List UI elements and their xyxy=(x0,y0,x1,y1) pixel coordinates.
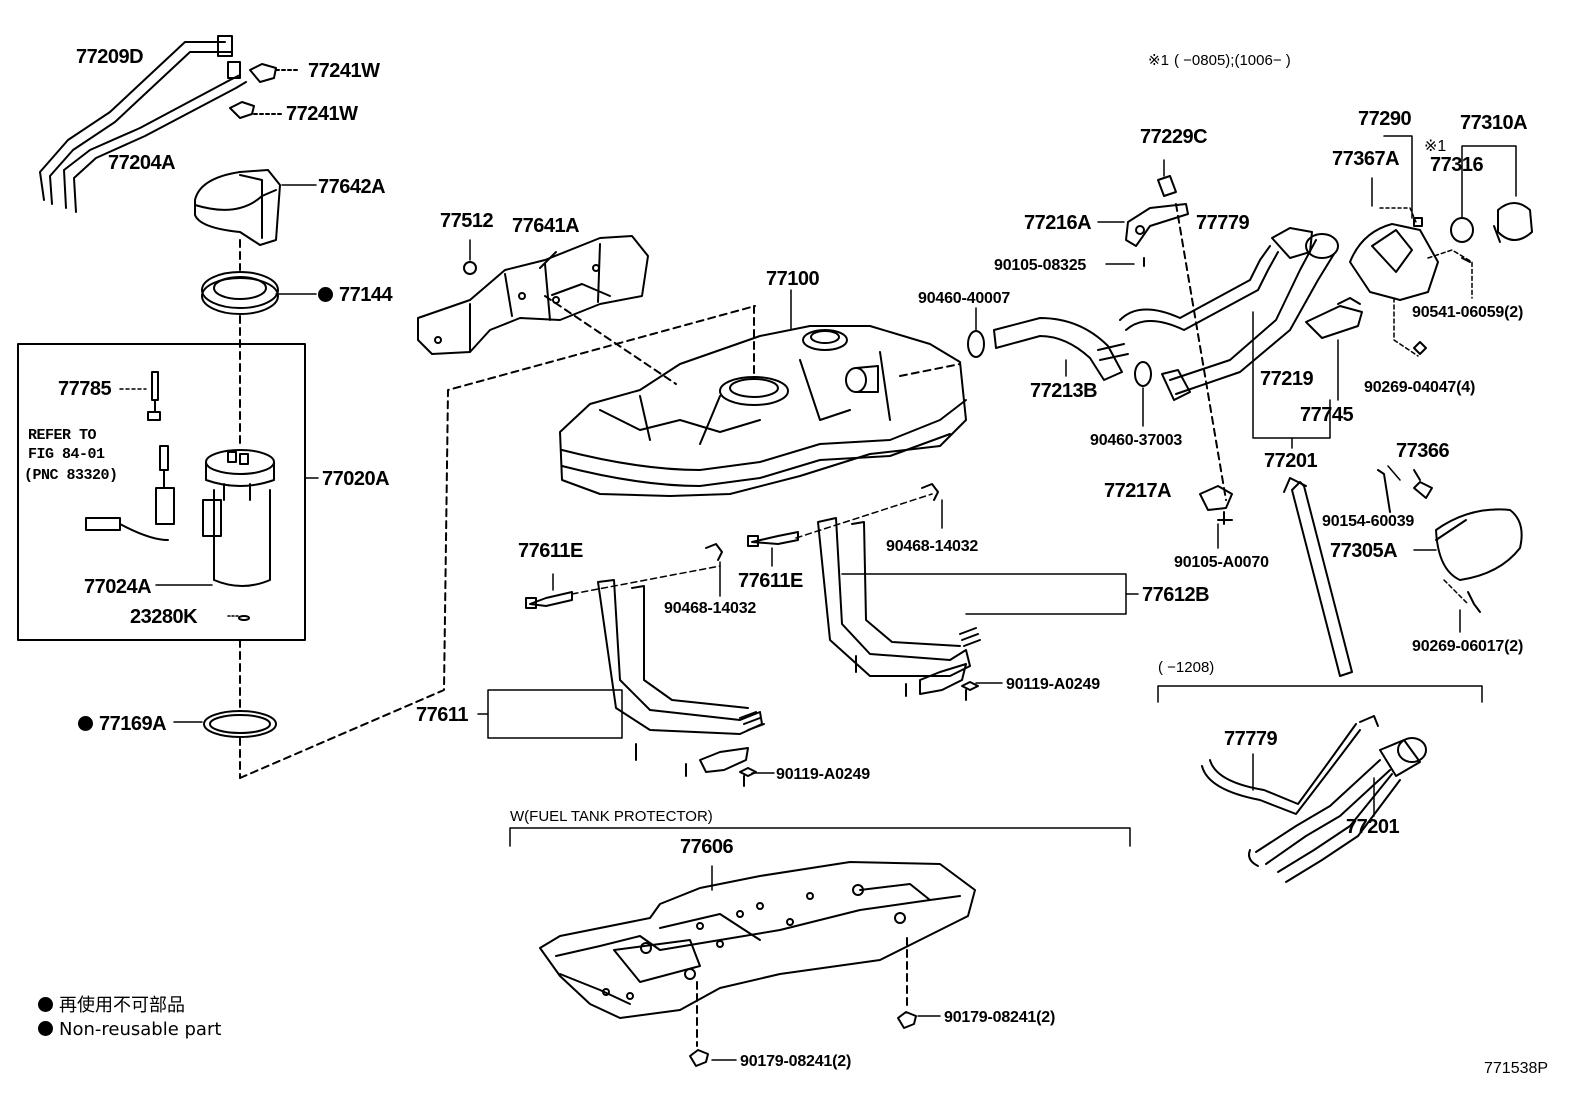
label-90154-60039: 90154-60039 xyxy=(1322,513,1415,530)
label-77213B: 77213B xyxy=(1030,380,1098,402)
legend-en-text: Non-reusable part xyxy=(59,1019,222,1040)
label-77100: 77100 xyxy=(766,268,820,290)
pump-cover xyxy=(194,169,281,246)
retainer-ring xyxy=(201,271,279,315)
label-77779-top: 77779 xyxy=(1196,212,1250,234)
label-77144: 77144 xyxy=(318,284,393,306)
label-90105-A0070: 90105-A0070 xyxy=(1174,554,1269,571)
label-90119-A0249-b: 90119-A0249 xyxy=(776,766,870,783)
label-90269-06017: 90269-06017(2) xyxy=(1412,638,1524,655)
label-77310A: 77310A xyxy=(1460,112,1528,134)
fuel-pump-assembly xyxy=(85,371,275,621)
label-77785: 77785 xyxy=(58,378,112,400)
legend-jp-text: 再使用不可部品 xyxy=(59,995,185,1016)
label-77745: 77745 xyxy=(1300,404,1354,426)
label-77229C: 77229C xyxy=(1140,126,1208,148)
label-90468-14032-a: 90468-14032 xyxy=(664,600,757,617)
label-77611: 77611 xyxy=(416,704,469,726)
refer-line-2: FIG 84-01 xyxy=(28,446,105,463)
label-77020A: 77020A xyxy=(322,468,390,490)
label-77241W-a: 77241W xyxy=(308,60,380,82)
protector-bolts xyxy=(689,1011,917,1067)
protector-bracket xyxy=(509,827,1131,847)
label-77204A: 77204A xyxy=(108,152,176,174)
label-77216A: 77216A xyxy=(1024,212,1092,234)
label-90269-04047: 90269-04047(4) xyxy=(1364,379,1476,396)
label-77611E-a: 77611E xyxy=(518,540,583,562)
label-77241W-b: 77241W xyxy=(286,103,358,125)
inset-bracket xyxy=(1157,685,1483,703)
fuel-tank-protector xyxy=(539,861,976,1019)
label-77219: 77219 xyxy=(1260,368,1314,390)
tank-strap-left xyxy=(597,579,765,777)
strap-bolts xyxy=(525,483,979,787)
label-77217A: 77217A xyxy=(1104,480,1172,502)
fuel-lid xyxy=(1377,469,1523,613)
label-77612B: 77612B xyxy=(1142,584,1210,606)
range-1208: ( −1208) xyxy=(1158,659,1215,676)
label-77209D: 77209D xyxy=(76,46,144,68)
breather-tube xyxy=(1119,227,1313,331)
figure-code: 771538P xyxy=(1484,1060,1549,1077)
label-77169A-text: 77169A xyxy=(99,713,167,735)
label-77779-bottom: 77779 xyxy=(1224,728,1278,750)
fuel-inlet-box xyxy=(1349,202,1533,301)
label-90541-06059: 90541-06059(2) xyxy=(1412,304,1524,321)
legend-dot xyxy=(38,997,53,1012)
label-90460-37003: 90460-37003 xyxy=(1090,432,1183,449)
refer-line-3: (PNC 83320) xyxy=(24,467,118,484)
protector-title: W(FUEL TANK PROTECTOR) xyxy=(510,808,713,825)
gasket-ring xyxy=(203,710,277,738)
clip-77241W xyxy=(229,63,301,119)
label-90179-08241-a: 90179-08241(2) xyxy=(944,1009,1056,1026)
legend-jp: 再使用不可部品 xyxy=(38,994,185,1018)
label-77367A: 77367A xyxy=(1332,148,1400,170)
label-77169A: 77169A xyxy=(78,713,167,735)
label-90179-08241-b: 90179-08241(2) xyxy=(740,1053,852,1070)
label-77611E-b: 77611E xyxy=(738,570,803,592)
label-77512: 77512 xyxy=(440,210,494,232)
label-77642A: 77642A xyxy=(318,176,386,198)
heat-insulator xyxy=(417,235,649,355)
label-77366: 77366 xyxy=(1396,440,1450,462)
label-90460-40007: 90460-40007 xyxy=(918,290,1011,307)
label-90119-A0249-a: 90119-A0249 xyxy=(1006,676,1100,693)
label-77606: 77606 xyxy=(680,836,734,858)
bracket-77216A xyxy=(1125,175,1189,267)
non-reusable-dot xyxy=(78,716,93,731)
legend-en: Non-reusable part xyxy=(38,1018,221,1042)
label-77024A: 77024A xyxy=(84,576,152,598)
fuel-tank xyxy=(559,325,967,497)
note-ref: ※1 xyxy=(1424,138,1447,155)
pump-group-box xyxy=(17,343,306,641)
label-77316: 77316 xyxy=(1430,154,1484,176)
inset-arrow xyxy=(1283,477,1353,677)
filler-hose xyxy=(967,317,1152,387)
label-23280K: 23280K xyxy=(130,606,198,628)
tank-strap-right xyxy=(817,517,981,697)
bracket-77217A xyxy=(1199,485,1233,525)
note-range: ( −0805);(1006− ) xyxy=(1174,52,1291,69)
label-77144-text: 77144 xyxy=(339,284,393,306)
refer-line-1: REFER TO xyxy=(28,427,97,444)
filler-pipe xyxy=(1161,233,1363,401)
label-77201-bottom: 77201 xyxy=(1346,816,1400,838)
note-symbol: ※1 xyxy=(1148,52,1169,69)
label-90468-14032-b: 90468-14032 xyxy=(886,538,979,555)
label-77290: 77290 xyxy=(1358,108,1412,130)
non-reusable-dot xyxy=(318,287,333,302)
label-90105-08325: 90105-08325 xyxy=(994,257,1087,274)
label-77305A: 77305A xyxy=(1330,540,1398,562)
label-77201-top: 77201 xyxy=(1264,450,1318,472)
fuel-line-tubes xyxy=(39,35,247,213)
legend-dot xyxy=(38,1021,53,1036)
label-77641A: 77641A xyxy=(512,215,580,237)
inset-filler-pipe xyxy=(1201,715,1427,883)
